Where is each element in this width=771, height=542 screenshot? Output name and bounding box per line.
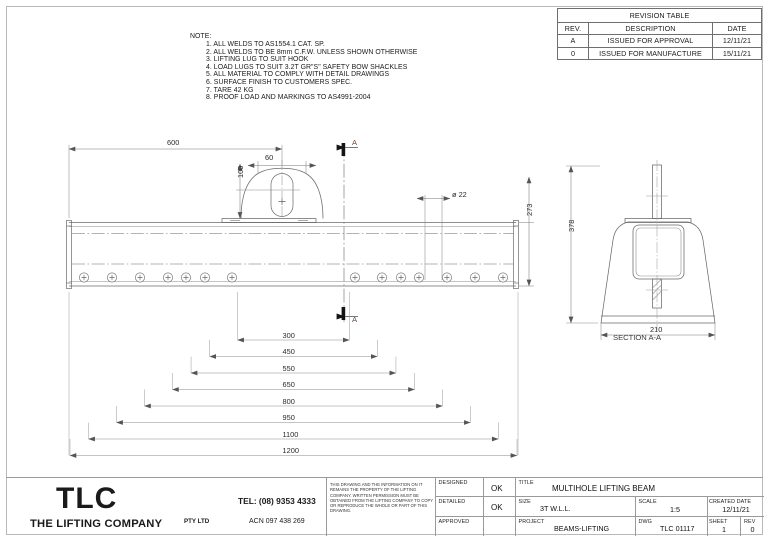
dimension-378: 378 xyxy=(567,219,576,232)
title-cell: TITLE MULTIHOLE LIFTING BEAM xyxy=(515,478,764,497)
designed-value-cell: OK xyxy=(483,478,515,497)
dwg-label: DWG xyxy=(638,519,652,525)
revision-cell-rev: 0 xyxy=(557,46,589,60)
size-value: 3T W.L.L. xyxy=(540,504,571,513)
title-block: TLC THE LIFTING COMPANY PTY LTD TEL: (08… xyxy=(6,477,764,536)
detailed-cell: DETAILED xyxy=(435,497,483,517)
approved-value-cell xyxy=(483,517,515,536)
logo-text: TLC xyxy=(56,482,118,515)
revision-cell-date: 12/11/21 xyxy=(712,34,762,48)
revision-cell-date: 15/11/21 xyxy=(712,46,762,60)
revision-header-description: DESCRIPTION xyxy=(588,21,713,35)
list-item: 8. PROOF LOAD AND MARKINGS TO AS4991-200… xyxy=(206,94,371,102)
list-item: 5. ALL MATERIAL TO COMPLY WITH DETAIL DR… xyxy=(206,71,390,79)
list-item: 4. LOAD LUGS TO SUIT 3.2T GR"S" SAFETY B… xyxy=(206,63,408,71)
dimension-550: 550 xyxy=(282,363,295,373)
detailed-value-cell: OK xyxy=(483,497,515,517)
revision-table: REVISION TABLE REV. DESCRIPTION DATE A I… xyxy=(557,8,762,60)
dimension-hole-diameter: ø 22 xyxy=(452,190,467,199)
list-item: 2. ALL WELDS TO BE 8mm C.F.W. UNLESS SHO… xyxy=(206,48,418,56)
page-title: MULTIHOLE LIFTING BEAM xyxy=(552,484,655,493)
revision-table-title: REVISION TABLE xyxy=(557,8,762,23)
detailed-label: DETAILED xyxy=(438,499,466,505)
created-date-value: 12/11/21 xyxy=(722,505,750,514)
list-item: 7. TARE 42 KG xyxy=(206,86,254,94)
size-cell: SIZE 3T W.L.L. xyxy=(515,497,635,517)
dimension-450: 450 xyxy=(282,347,295,356)
revision-cell-rev: A xyxy=(557,34,589,48)
dimension-950: 950 xyxy=(282,413,295,422)
revision-header-rev: REV. xyxy=(557,21,589,35)
notes-block: NOTE: 1. ALL WELDS TO AS1554.1 CAT. SP. … xyxy=(190,33,417,102)
designed-cell: DESIGNED xyxy=(435,478,483,497)
dimension-300: 300 xyxy=(282,330,295,340)
sheet-cell: SHEET 1 xyxy=(707,517,740,536)
list-item: 6. SURFACE FINISH TO CUSTOMERS SPEC. xyxy=(206,79,353,87)
size-label: SIZE xyxy=(518,499,531,505)
rev-label: REV xyxy=(744,519,756,525)
scale-value: 1:5 xyxy=(670,505,680,514)
dimension-273: 273 xyxy=(525,203,534,216)
dimension-650: 650 xyxy=(282,380,295,389)
dwg-cell: DWG TLC 01117 xyxy=(635,517,707,536)
project-label: PROJECT xyxy=(518,519,545,525)
dwg-value: TLC 01117 xyxy=(660,524,695,533)
sheet-value: 1 xyxy=(722,525,726,534)
rev-cell: REV 0 xyxy=(740,517,764,536)
rev-value: 0 xyxy=(750,525,755,534)
notes-heading: NOTE: xyxy=(190,33,212,40)
dimension-100: 100 xyxy=(236,165,245,178)
designed-value: OK xyxy=(491,484,503,493)
section-view-label: SECTION A-A xyxy=(613,333,662,342)
revision-cell-description: ISSUED FOR MANUFACTURE xyxy=(588,46,713,60)
copyright-disclaimer: THIS DRAWING AND THE INFORMATION ON IT R… xyxy=(330,482,433,514)
approved-label: APPROVED xyxy=(438,519,470,525)
company-telephone: TEL: (08) 9353 4333 xyxy=(238,496,316,506)
project-value: BEAMS-LIFTING xyxy=(554,524,610,533)
designed-label: DESIGNED xyxy=(438,480,468,486)
created-date-cell: CREATED DATE 12/11/21 xyxy=(707,497,764,517)
sheet-border xyxy=(6,6,763,535)
detailed-value: OK xyxy=(491,503,503,512)
company-logo: TLC THE LIFTING COMPANY PTY LTD xyxy=(6,478,232,536)
dimension-210: 210 xyxy=(650,325,663,334)
dimension-1100: 1100 xyxy=(282,429,299,439)
section-marker-a-top: A xyxy=(352,138,358,147)
project-cell: PROJECT BEAMS-LIFTING xyxy=(515,517,635,536)
logo-subtitle: THE LIFTING COMPANY xyxy=(30,518,163,530)
revision-cell-description: ISSUED FOR APPROVAL xyxy=(588,34,713,48)
table-row: A ISSUED FOR APPROVAL 12/11/21 xyxy=(557,34,762,48)
dimension-60: 60 xyxy=(265,153,274,162)
title-block-grid: THIS DRAWING AND THE INFORMATION ON IT R… xyxy=(326,478,764,536)
table-row: 0 ISSUED FOR MANUFACTURE 15/11/21 xyxy=(557,46,762,60)
dimension-1200: 1200 xyxy=(282,446,299,455)
list-item: 3. LIFTING LUG TO SUIT HOOK xyxy=(206,56,309,64)
scale-label: SCALE xyxy=(638,499,657,505)
list-item: 1. ALL WELDS TO AS1554.1 CAT. SP. xyxy=(206,41,325,49)
dimension-600: 600 xyxy=(167,138,180,147)
dimension-800: 800 xyxy=(282,396,295,406)
section-marker-a-bottom: A xyxy=(352,315,358,324)
revision-header-date: DATE xyxy=(712,21,762,35)
sheet-label: SHEET xyxy=(709,519,728,525)
scale-cell: SCALE 1:5 xyxy=(635,497,707,517)
approved-cell: APPROVED xyxy=(435,517,483,536)
logo-suffix: PTY LTD xyxy=(184,518,210,525)
created-date-label: CREATED DATE xyxy=(709,499,752,505)
title-label: TITLE xyxy=(518,480,534,486)
company-acn: ACN 097 438 269 xyxy=(249,518,305,525)
